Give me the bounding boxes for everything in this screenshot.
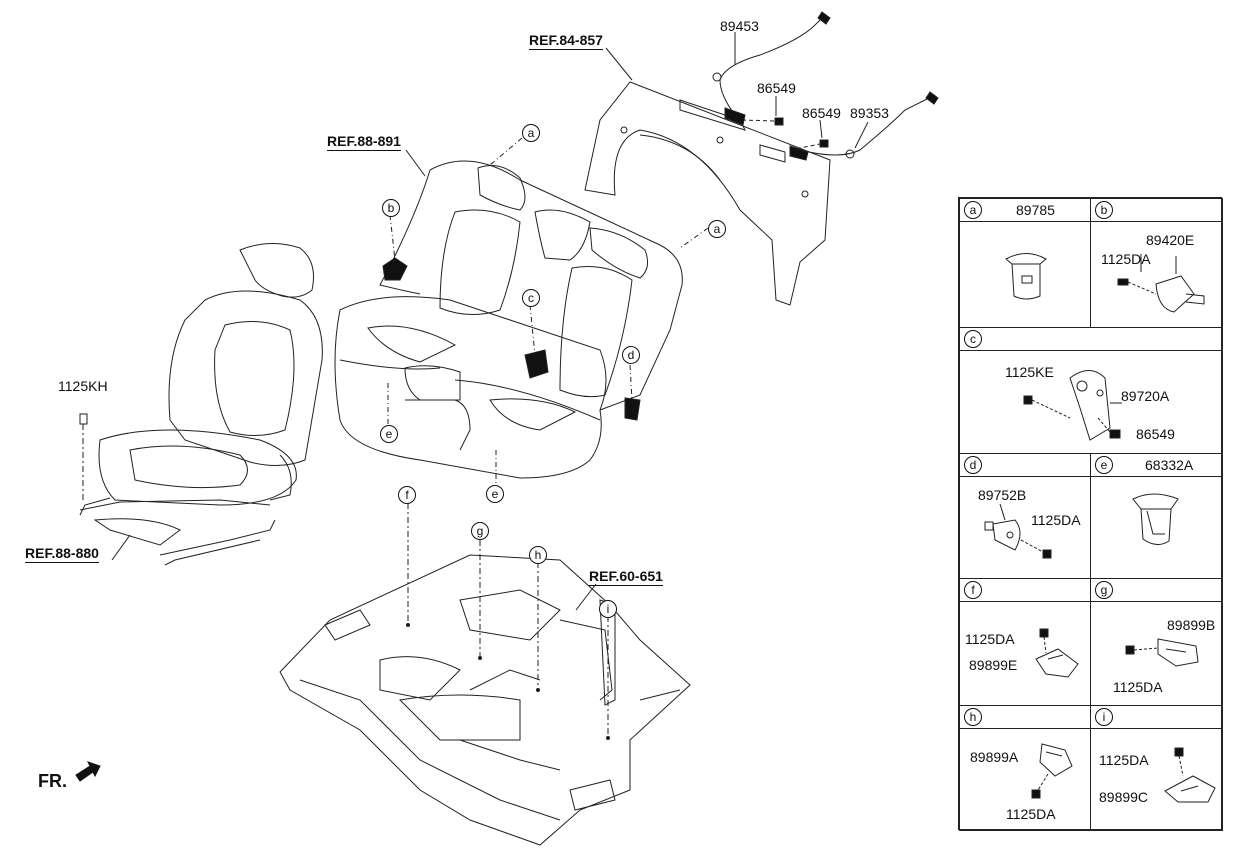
front-direction-label: FR.: [38, 771, 67, 791]
legend-key-d: d: [964, 456, 982, 474]
legend-cell-a: a 89785: [959, 198, 1091, 328]
legend-key-i: i: [1095, 708, 1113, 726]
part-label-89453: 89453: [720, 18, 759, 34]
rear-seat-drawing: [334, 137, 709, 485]
callout-e: e: [486, 485, 504, 503]
legend-part-86549: 86549: [1136, 426, 1175, 442]
legend-cell-i: i 1125DA 89899C: [1090, 705, 1223, 831]
callout-e: e: [380, 425, 398, 443]
legend-table: a 89785 b 89420E 1125DA: [958, 197, 1223, 831]
legend-key-b: b: [1095, 201, 1113, 219]
ref-label-84-857: REF.84-857: [529, 32, 603, 50]
legend-part-89899A: 89899A: [970, 749, 1019, 765]
legend-part-89899B: 89899B: [1167, 617, 1216, 633]
legend-cell-e: e 68332A: [1090, 453, 1223, 579]
part-icon-89420E: [1117, 254, 1205, 313]
legend-key-a: a: [964, 201, 982, 219]
legend-key-h: h: [964, 708, 982, 726]
legend-cell-h: h 89899A 1125DA: [959, 705, 1091, 831]
callout-f: f: [398, 486, 416, 504]
part-label-89353: 89353: [850, 105, 889, 121]
leader-lines: [111, 32, 869, 611]
legend-part-89899C: 89899C: [1099, 789, 1149, 805]
legend-part-89752B: 89752B: [978, 487, 1027, 503]
part-icon-89720A: [1023, 370, 1122, 441]
part-icon-89899B: [1125, 638, 1199, 667]
part-icon-89899A: [1031, 743, 1073, 799]
part-icon-89785: [1005, 253, 1047, 300]
part-label-86549: 86549: [757, 80, 796, 96]
legend-key-e: e: [1095, 456, 1113, 474]
legend-cell-c: c 1125KE 89720A 86549: [959, 327, 1223, 454]
part-icon-68332A: [1132, 493, 1179, 545]
legend-cell-f: f 1125DA 89899E: [959, 578, 1091, 706]
floor-panel-drawing: [279, 503, 691, 846]
legend-part-89420E: 89420E: [1146, 232, 1195, 248]
callout-a: a: [522, 124, 540, 142]
callout-b: b: [382, 199, 400, 217]
front-seat-drawing: [79, 243, 323, 566]
callout-h: h: [529, 546, 547, 564]
legend-cell-g: g 89899B 1125DA: [1090, 578, 1223, 706]
legend-part-1125DA: 1125DA: [1113, 679, 1163, 695]
legend-key-g: g: [1095, 581, 1113, 599]
legend-part-1125DA: 1125DA: [965, 631, 1015, 647]
callout-d: d: [622, 346, 640, 364]
part-label-86549: 86549: [802, 105, 841, 121]
legend-part-89899E: 89899E: [969, 657, 1018, 673]
legend-part-1125DA: 1125DA: [1031, 512, 1081, 528]
ref-label-88-880: REF.88-880: [25, 545, 99, 563]
callout-a: a: [708, 220, 726, 238]
part-label-1125KH: 1125KH: [58, 378, 108, 394]
legend-part-1125DA: 1125DA: [1101, 251, 1151, 267]
legend-part-89720A: 89720A: [1121, 388, 1170, 404]
legend-cell-d: d 89752B 1125DA: [959, 453, 1091, 579]
legend-part-68332A: 68332A: [1145, 457, 1194, 473]
legend-part-1125KE: 1125KE: [1005, 364, 1054, 380]
callout-c: c: [522, 289, 540, 307]
ref-label-60-651: REF.60-651: [589, 568, 663, 586]
legend-key-f: f: [964, 581, 982, 599]
diagram-artwork: [75, 11, 939, 846]
rear-panel-drawing: [584, 11, 939, 306]
legend-cell-b: b 89420E 1125DA: [1090, 198, 1223, 328]
ref-label-88-891: REF.88-891: [327, 133, 401, 151]
part-icon-89899C: [1164, 747, 1216, 803]
callout-g: g: [471, 522, 489, 540]
part-icon-89752B: [984, 503, 1052, 559]
legend-key-c: c: [964, 330, 982, 348]
part-icon-89899E: [1035, 628, 1079, 678]
front-direction-arrow: [75, 761, 101, 782]
legend-part-89785: 89785: [1016, 202, 1055, 218]
legend-part-1125DA: 1125DA: [1099, 752, 1149, 768]
callout-i: i: [599, 600, 617, 618]
legend-part-1125DA: 1125DA: [1006, 806, 1056, 822]
